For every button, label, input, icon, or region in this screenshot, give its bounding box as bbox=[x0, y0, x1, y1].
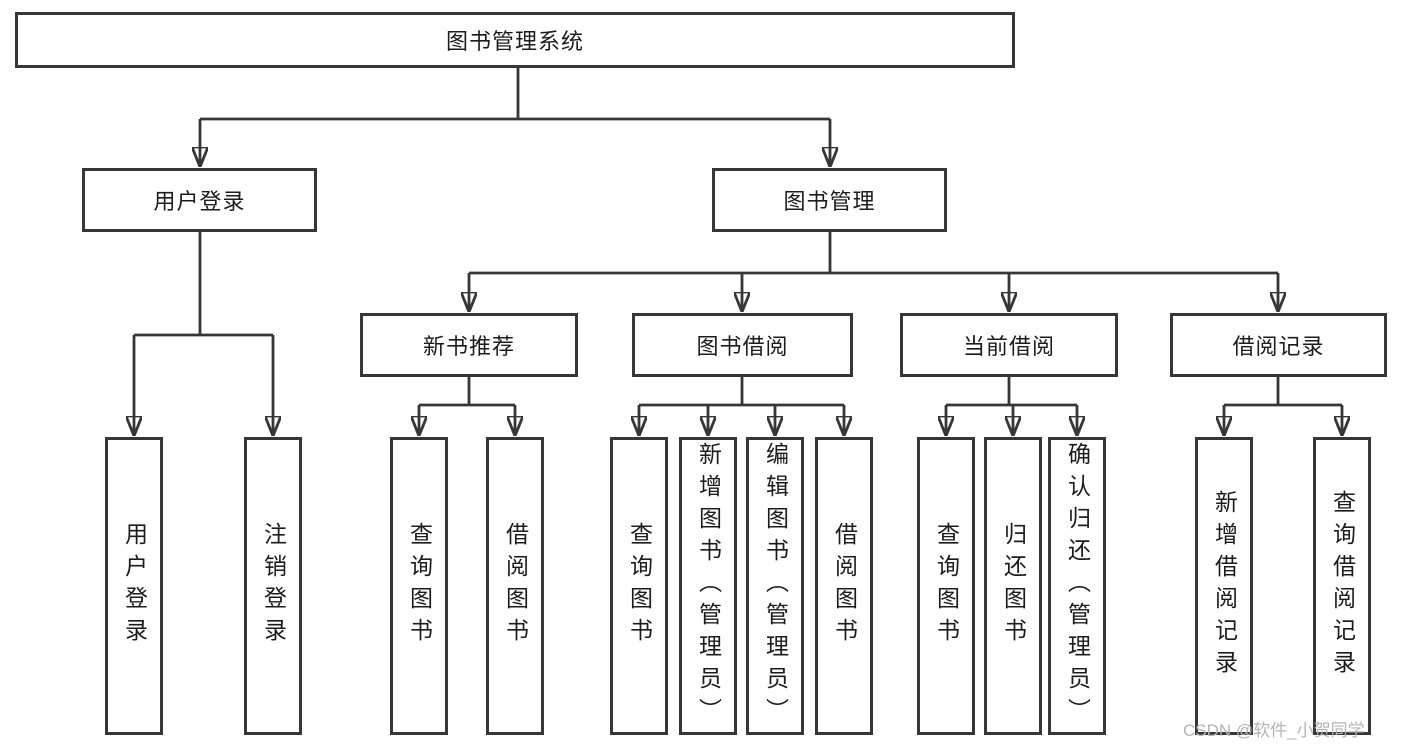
leaf-add-book-admin: 新增图书（管理员） bbox=[679, 437, 737, 735]
leaf-return-book: 归还图书 bbox=[984, 437, 1042, 735]
node-book-borrowing: 图书借阅 bbox=[632, 313, 853, 377]
leaf-borrow-books: 借阅图书 bbox=[815, 437, 873, 735]
node-user-login: 用户登录 bbox=[82, 168, 317, 232]
leaf-query-books-current: 查询图书 bbox=[917, 437, 975, 735]
csdn-watermark: CSDN @软件_小贺同学 bbox=[1183, 721, 1365, 740]
node-book-management: 图书管理 bbox=[712, 168, 947, 232]
node-borrowing-records: 借阅记录 bbox=[1170, 313, 1387, 377]
leaf-query-books-recommend: 查询图书 bbox=[390, 437, 448, 735]
leaf-add-borrow-record: 新增借阅记录 bbox=[1195, 437, 1253, 735]
node-root-library-system: 图书管理系统 bbox=[15, 12, 1015, 68]
leaf-edit-book-admin: 编辑图书（管理员） bbox=[746, 437, 804, 735]
leaf-query-borrow-record: 查询借阅记录 bbox=[1313, 437, 1371, 735]
leaf-query-books-borrowing: 查询图书 bbox=[610, 437, 668, 735]
leaf-logout: 注销登录 bbox=[244, 437, 302, 735]
leaf-borrow-books-recommend: 借阅图书 bbox=[486, 437, 544, 735]
leaf-confirm-return-admin: 确认归还（管理员） bbox=[1048, 437, 1106, 735]
node-current-borrowing: 当前借阅 bbox=[900, 313, 1118, 377]
node-new-book-recommend: 新书推荐 bbox=[360, 313, 578, 377]
leaf-user-login: 用户登录 bbox=[105, 437, 163, 735]
